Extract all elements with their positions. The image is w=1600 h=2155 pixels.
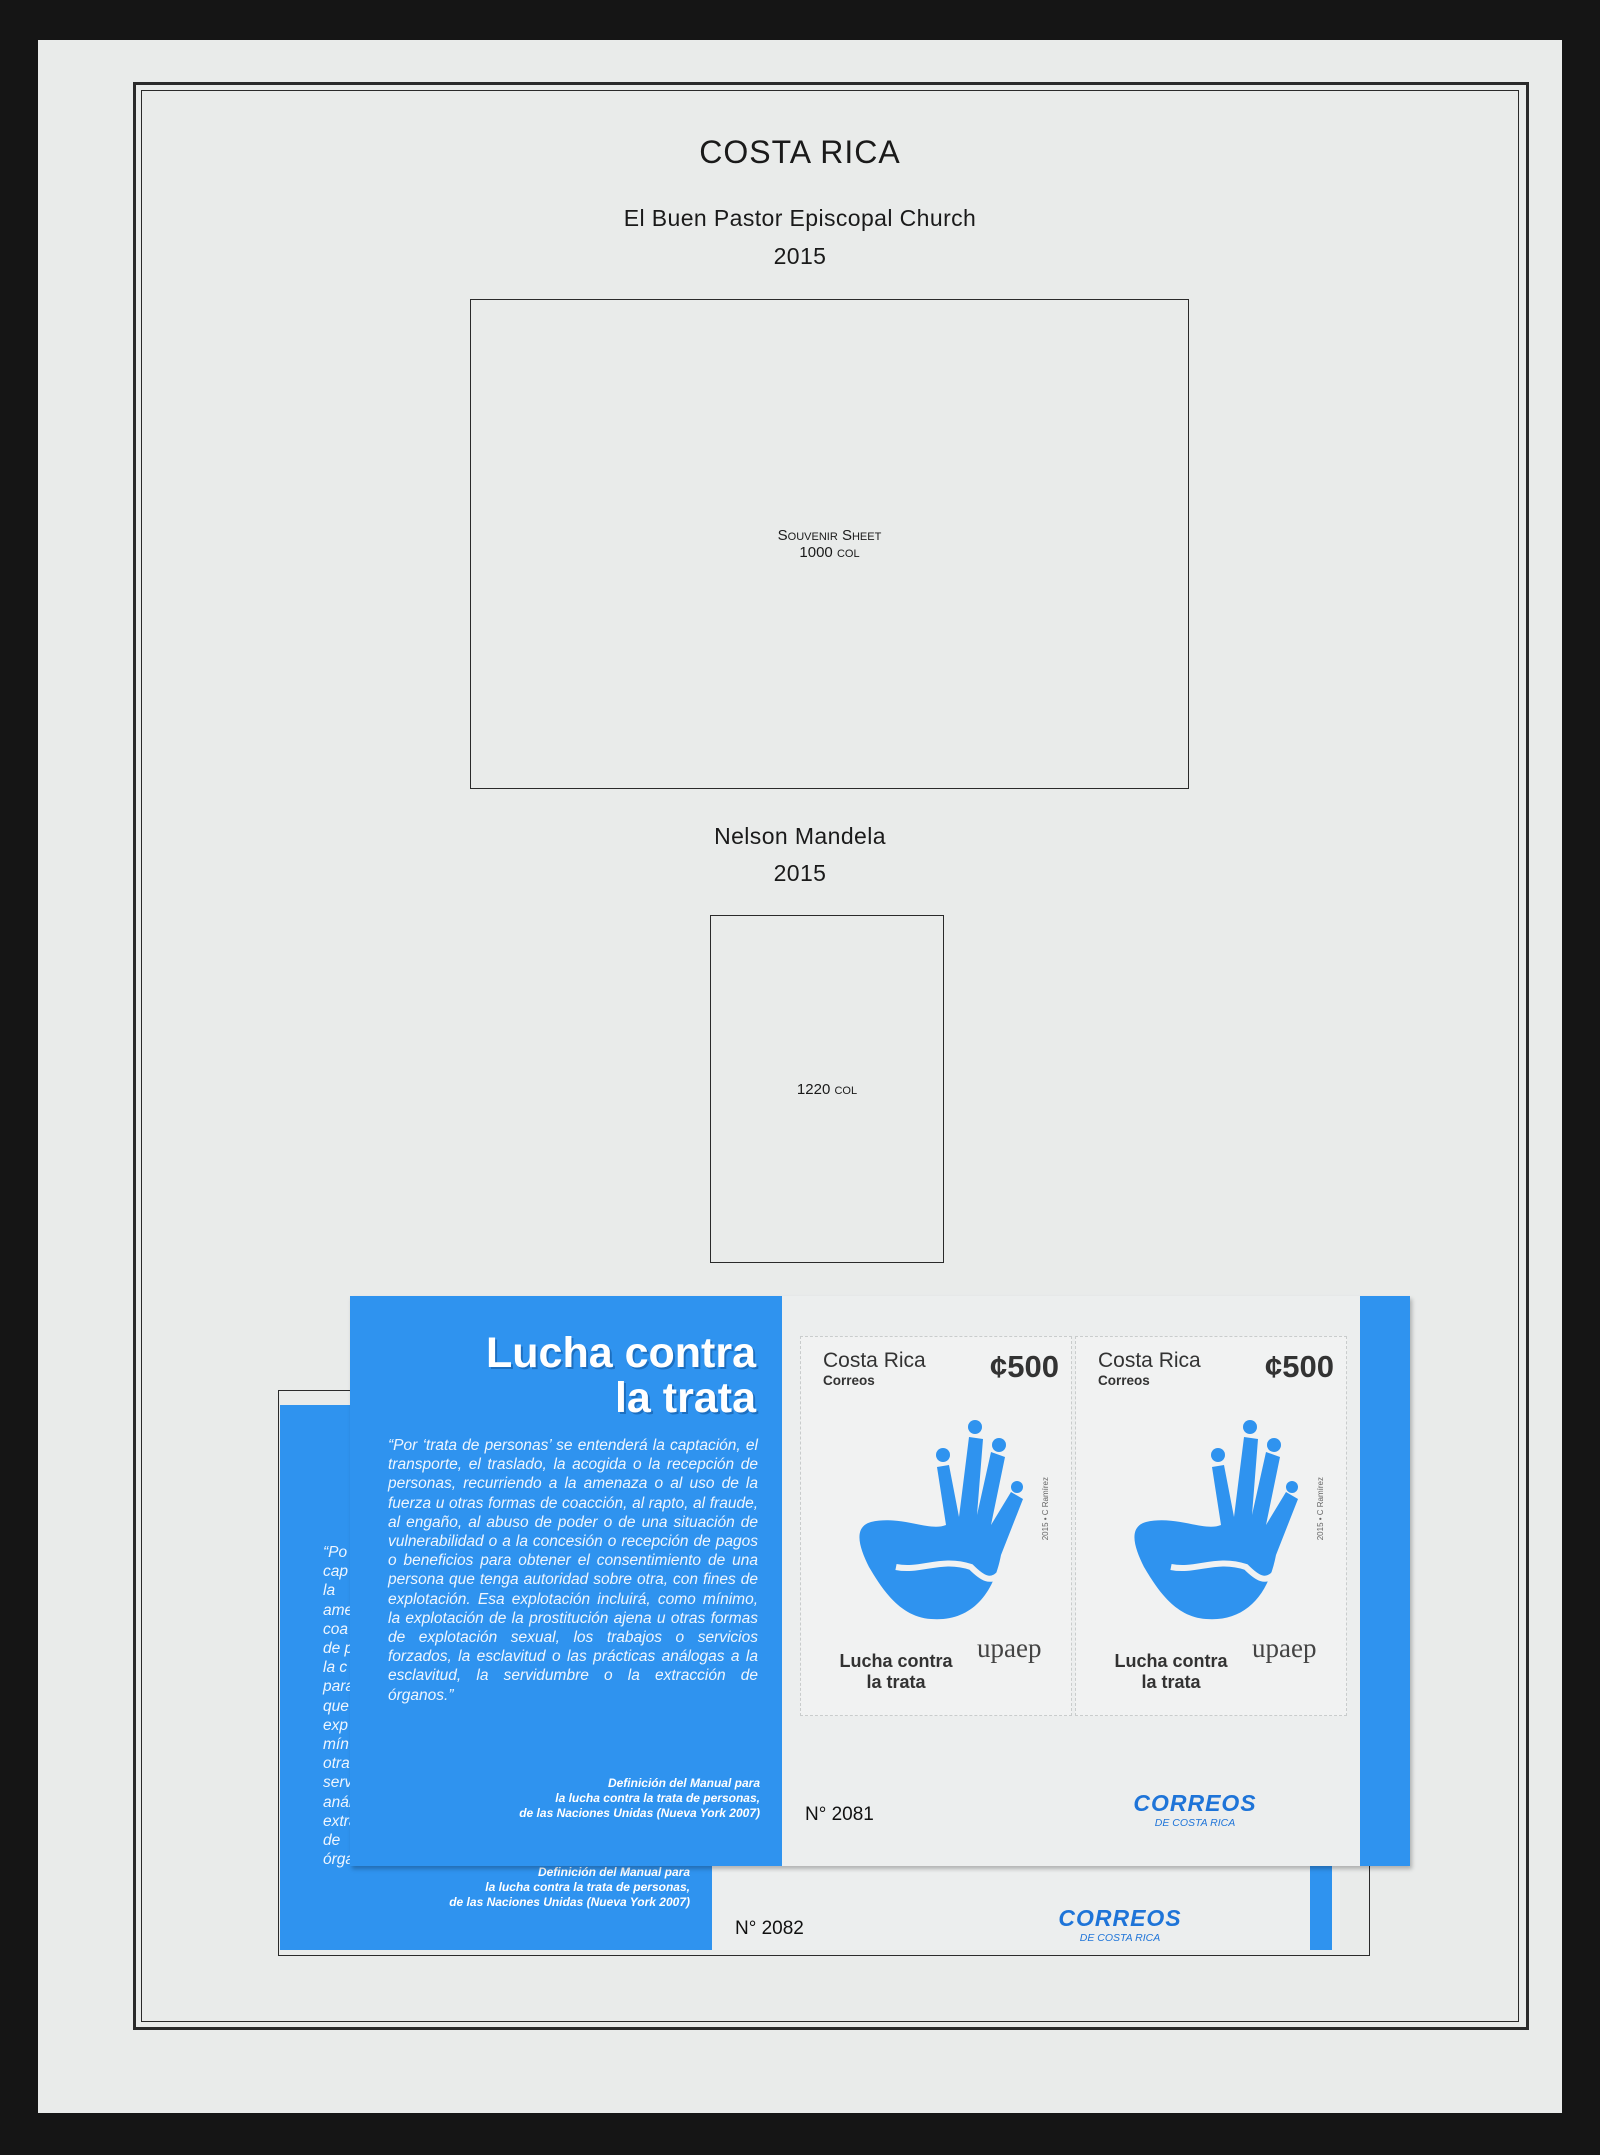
sheet-headline: Lucha contra la trata bbox=[486, 1329, 756, 1422]
page-border-outer bbox=[133, 82, 1529, 2030]
stamp-caption: Lucha contra la trata bbox=[1114, 1651, 1228, 1692]
stamp-post: Correos bbox=[1098, 1373, 1150, 1388]
box-value: 1000 col bbox=[799, 544, 860, 561]
sheet-blue-panel bbox=[350, 1296, 782, 1866]
hand-icon bbox=[859, 1420, 1023, 1620]
issue-title-church: El Buen Pastor Episcopal Church bbox=[623, 205, 977, 231]
issue-year-church: 2015 bbox=[773, 243, 827, 269]
stamp-credit: 2015 • C Ramírez bbox=[1316, 1477, 1325, 1541]
upaep-logo: upaep bbox=[977, 1633, 1042, 1663]
page-country-title: COSTA RICA bbox=[699, 134, 901, 170]
issue-title-mandela: Nelson Mandela bbox=[714, 823, 886, 849]
upaep-logo: upaep bbox=[1252, 1633, 1317, 1663]
stamp-caption: Lucha contra la trata bbox=[839, 1651, 953, 1692]
stamp-value: ¢500 bbox=[1265, 1349, 1334, 1384]
sheet-number-2081: N° 2081 bbox=[805, 1804, 874, 1825]
stamp-value: ¢500 bbox=[990, 1349, 1059, 1384]
album-page: COSTA RICA El Buen Pastor Episcopal Chur… bbox=[38, 40, 1562, 2113]
box-label: Souvenir Sheet bbox=[777, 527, 882, 544]
stamp-right: Costa Rica Correos ¢500 Lucha contra la … bbox=[1075, 1336, 1347, 1716]
sheet-credit: Definición del Manual para la lucha cont… bbox=[519, 1776, 760, 1820]
box-value: 1220 col bbox=[796, 1080, 858, 1098]
sheet-definition-text: “Po cap la ame coa de p la c para que ex… bbox=[323, 1544, 394, 1868]
stamp-country: Costa Rica bbox=[1098, 1349, 1201, 1372]
sheet-blue-strip bbox=[1360, 1296, 1410, 1866]
sheet-number-2082: N° 2082 bbox=[735, 1918, 804, 1939]
stamp-left: Costa Rica Correos ¢500 Lucha contra la … bbox=[800, 1336, 1072, 1716]
sheet-definition-text: “Por ‘trata de personas’ se entenderá la… bbox=[388, 1437, 758, 1704]
souvenir-sheet-front: Lucha contra la trata “Por ‘trata de per… bbox=[350, 1296, 1410, 1866]
correos-logo: CORREOS DE COSTA RICA bbox=[1058, 1905, 1182, 1944]
hand-icon bbox=[1134, 1420, 1298, 1620]
page-border-inner bbox=[141, 90, 1519, 2022]
souvenir-sheet-space: Souvenir Sheet 1000 col bbox=[470, 299, 1189, 789]
stamp-credit: 2015 • C Ramírez bbox=[1041, 1477, 1050, 1541]
stamp-country: Costa Rica bbox=[823, 1349, 926, 1372]
correos-logo: CORREOS DE COSTA RICA bbox=[1133, 1790, 1257, 1829]
sheet-credit: Definición del Manual para la lucha cont… bbox=[449, 1865, 690, 1909]
stamp-post: Correos bbox=[823, 1373, 875, 1388]
issue-year-mandela: 2015 bbox=[773, 860, 827, 886]
stamp-space-mandela: 1220 col bbox=[710, 915, 944, 1263]
